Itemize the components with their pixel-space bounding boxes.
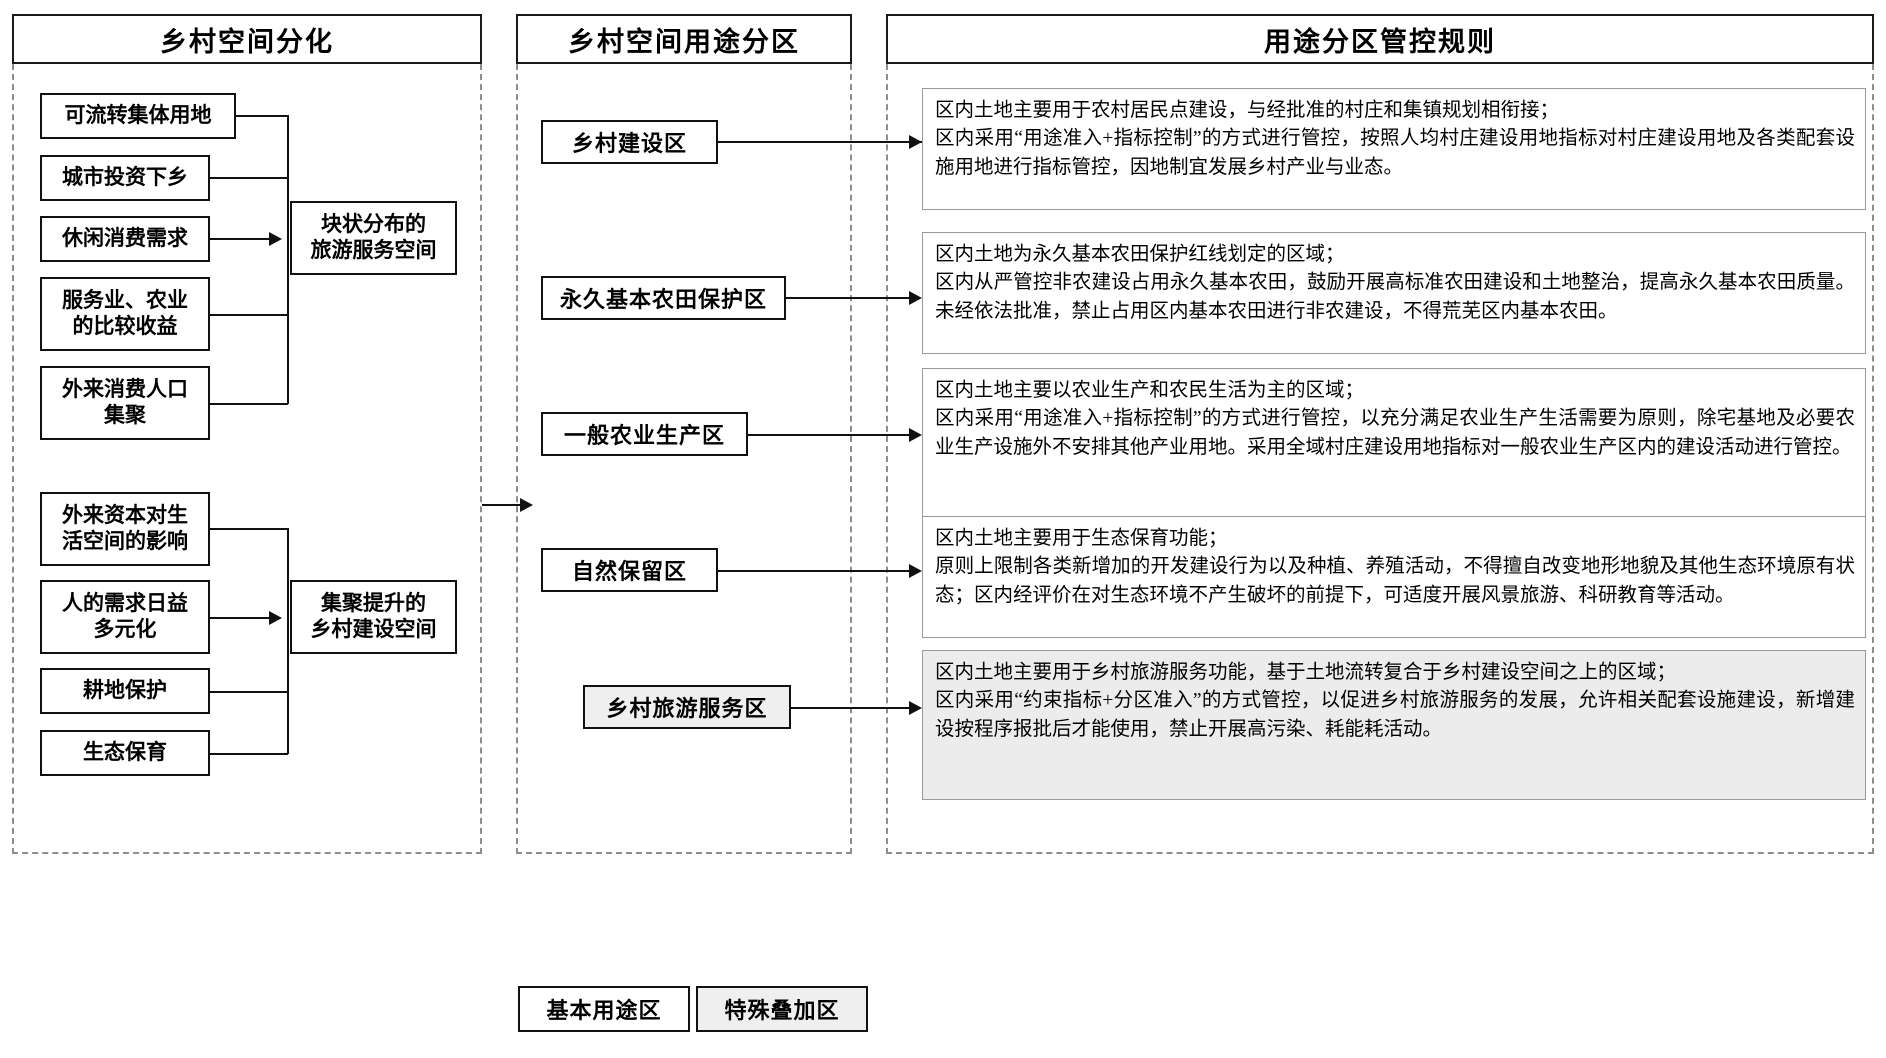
zone-box-permanent-farmland[interactable]: 永久基本农田保护区 xyxy=(541,276,786,320)
zone-rule-connector-4 xyxy=(718,570,914,573)
rule-box-rural-tourism: 区内土地主要用于乡村旅游服务功能，基于土地流转复合于乡村建设空间之上的区域； 区… xyxy=(922,650,1866,800)
rule-box-permanent-farmland: 区内土地为永久基本农田保护红线划定的区域； 区内从严管控非农建设占用永久基本农田… xyxy=(922,232,1866,354)
outcome-box-settlement-space[interactable]: 集聚提升的 乡村建设空间 xyxy=(290,580,457,654)
driver-label: 服务业、农业 的比较收益 xyxy=(62,288,188,338)
rule-text: 区内土地主要用于生态保育功能； 原则上限制各类新增加的开发建设行为以及种植、养殖… xyxy=(935,528,1855,606)
zone-label: 乡村旅游服务区 xyxy=(606,696,768,721)
driver-box-wailai-renkou[interactable]: 外来消费人口 集聚 xyxy=(40,366,210,440)
column-header-left: 乡村空间分化 xyxy=(12,14,482,64)
rule-box-general-agriculture: 区内土地主要以农业生产和农民生活为主的区域； 区内采用“用途准入+指标控制”的方… xyxy=(922,368,1866,518)
column-header-right: 用途分区管控规则 xyxy=(886,14,1874,64)
outcome-label: 集聚提升的 乡村建设空间 xyxy=(310,591,437,641)
legend-special-overlay-zone[interactable]: 特殊叠加区 xyxy=(696,986,868,1032)
rule-text: 区内土地主要以农业生产和农民生活为主的区域； 区内采用“用途准入+指标控制”的方… xyxy=(935,380,1855,458)
zone-rule-connector-2 xyxy=(786,297,914,300)
rule-text: 区内土地主要用于农村居民点建设，与经批准的村庄和集镇规划相衔接； 区内采用“用途… xyxy=(935,100,1855,178)
driver-label: 城市投资下乡 xyxy=(62,165,188,190)
legend-label: 特殊叠加区 xyxy=(724,998,840,1023)
outcome-label: 块状分布的 旅游服务空间 xyxy=(310,212,437,262)
connector-arrow-line xyxy=(210,617,272,620)
zone-box-general-agriculture[interactable]: 一般农业生产区 xyxy=(541,412,748,456)
arrow-head-icon xyxy=(909,564,922,578)
connector-arrow-line xyxy=(210,238,272,241)
driver-box-chengshi-touzi[interactable]: 城市投资下乡 xyxy=(40,155,210,201)
right-column-region xyxy=(886,64,1874,854)
connector xyxy=(210,314,288,316)
rule-text: 区内土地主要用于乡村旅游服务功能，基于土地流转复合于乡村建设空间之上的区域； 区… xyxy=(935,662,1855,740)
arrow-head-icon xyxy=(909,135,922,149)
legend-label: 基本用途区 xyxy=(546,998,662,1023)
zone-label: 一般农业生产区 xyxy=(563,423,725,448)
connector xyxy=(236,115,288,117)
zone-rule-connector-1 xyxy=(718,141,914,144)
driver-label: 可流转集体用地 xyxy=(64,103,212,128)
driver-label: 生态保育 xyxy=(83,740,167,765)
connector xyxy=(210,177,288,179)
zone-rule-connector-5 xyxy=(791,707,914,710)
arrow-head-icon xyxy=(269,611,282,625)
connector xyxy=(210,528,288,530)
driver-box-fuwuye-nongye[interactable]: 服务业、农业 的比较收益 xyxy=(40,277,210,351)
driver-box-wailai-ziben[interactable]: 外来资本对生 活空间的影响 xyxy=(40,492,210,566)
driver-box-shengtai-baoyu[interactable]: 生态保育 xyxy=(40,730,210,776)
connector xyxy=(210,403,288,405)
driver-label: 耕地保护 xyxy=(83,678,167,703)
connector xyxy=(210,691,288,693)
connector xyxy=(287,528,289,754)
zone-rule-connector-3 xyxy=(748,434,914,437)
driver-label: 外来资本对生 活空间的影响 xyxy=(62,503,188,553)
left-column-region xyxy=(12,64,482,854)
driver-label: 人的需求日益 多元化 xyxy=(62,591,188,641)
rule-box-rural-construction: 区内土地主要用于农村居民点建设，与经批准的村庄和集镇规划相衔接； 区内采用“用途… xyxy=(922,88,1866,210)
column-connector-line xyxy=(482,504,526,507)
driver-box-liuzhuan[interactable]: 可流转集体用地 xyxy=(40,93,236,139)
arrow-head-icon xyxy=(269,232,282,246)
driver-box-gengdi-baohu[interactable]: 耕地保护 xyxy=(40,668,210,714)
rule-text: 区内土地为永久基本农田保护红线划定的区域； 区内从严管控非农建设占用永久基本农田… xyxy=(935,244,1855,322)
middle-column-region xyxy=(516,64,852,854)
column-header-middle: 乡村空间用途分区 xyxy=(516,14,852,64)
outcome-box-tourism-space[interactable]: 块状分布的 旅游服务空间 xyxy=(290,201,457,275)
driver-label: 外来消费人口 集聚 xyxy=(62,377,188,427)
rule-box-natural-reserve: 区内土地主要用于生态保育功能； 原则上限制各类新增加的开发建设行为以及种植、养殖… xyxy=(922,516,1866,638)
zone-label: 乡村建设区 xyxy=(571,131,687,156)
arrow-head-icon xyxy=(909,428,922,442)
driver-box-xiuxian-xiaofei[interactable]: 休闲消费需求 xyxy=(40,216,210,262)
zone-box-rural-construction[interactable]: 乡村建设区 xyxy=(541,120,718,164)
driver-label: 休闲消费需求 xyxy=(62,226,188,251)
zone-box-rural-tourism[interactable]: 乡村旅游服务区 xyxy=(583,685,791,729)
arrow-head-icon xyxy=(909,701,922,715)
arrow-head-icon xyxy=(520,498,533,512)
zone-label: 永久基本农田保护区 xyxy=(559,287,767,312)
zone-label: 自然保留区 xyxy=(571,559,687,584)
driver-box-xuqiu-duoyuan[interactable]: 人的需求日益 多元化 xyxy=(40,580,210,654)
legend-basic-zone[interactable]: 基本用途区 xyxy=(518,986,690,1032)
arrow-head-icon xyxy=(909,291,922,305)
connector xyxy=(210,753,288,755)
connector xyxy=(287,115,289,404)
zone-box-natural-reserve[interactable]: 自然保留区 xyxy=(541,548,718,592)
